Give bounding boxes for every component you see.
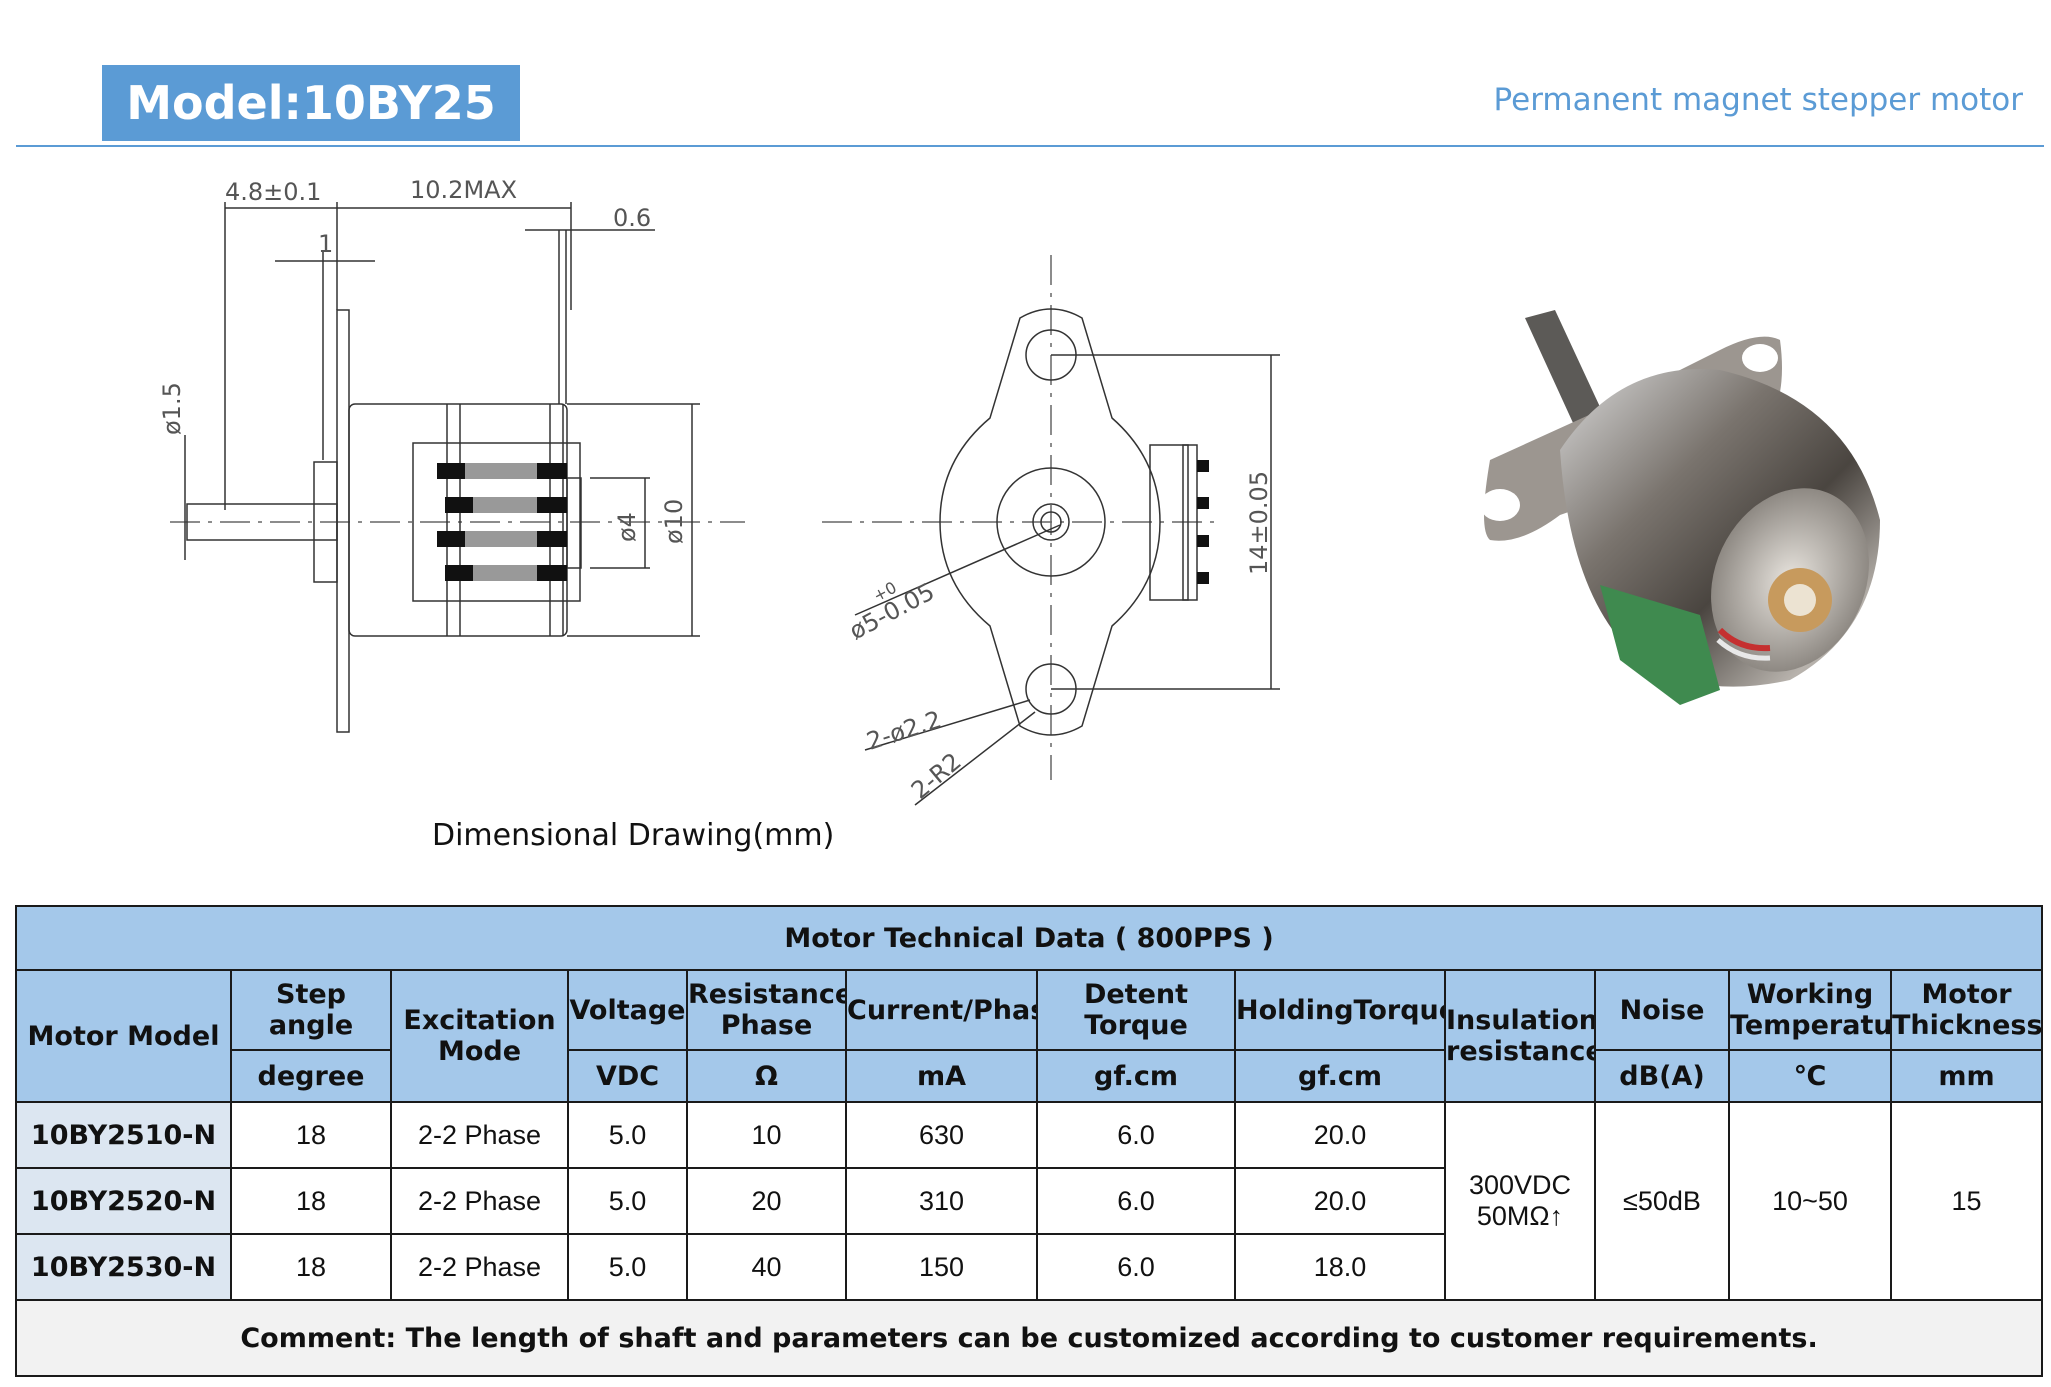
shared-insulation: 300VDC 50MΩ↑ [1444,1101,1596,1301]
shared-noise: ≤50dB [1594,1101,1730,1301]
header-step-angle: Step angle [230,969,392,1051]
row-detent: 6.0 [1036,1101,1236,1169]
shared-thickness: 15 [1889,1101,2044,1301]
table-comment: Comment: The length of shaft and paramet… [14,1299,2044,1377]
dim-shaft-dia-label: ø1.5 [158,382,186,435]
dim-holes-label: 2-ø2.2 [863,705,945,755]
row-model: 10BY2530-N [15,1233,232,1301]
row-step-angle: 18 [230,1167,392,1235]
unit-current: mA [845,1049,1038,1103]
header-resistance: Resistance/ Phase [686,969,847,1051]
shared-working-temp: 10~50 [1728,1101,1892,1301]
row-current: 150 [845,1233,1038,1301]
row-step-angle: 18 [230,1233,392,1301]
coil-hatch [465,463,537,581]
dim-body-dia-label: ø10 [660,499,688,544]
side-view-drawing [170,202,745,733]
unit-noise: dB(A) [1594,1049,1730,1103]
row-voltage: 5.0 [567,1233,688,1301]
header-current: Current/Phase [845,969,1038,1051]
unit-thickness: mm [1889,1049,2044,1103]
insulation-line-1: 300VDC [1468,1170,1572,1200]
header-divider [16,145,2044,147]
header-motor-model: Motor Model [15,969,232,1103]
header-working-temp: Working Temperatur [1728,969,1892,1051]
unit-detent: gf.cm [1036,1049,1236,1103]
model-title-badge: Model:10BY25 [102,65,520,141]
connector-pins [1197,460,1209,584]
dim-flange-label: 4.8±0.1 [225,178,321,206]
table-title: Motor Technical Data ( 800PPS ) [14,905,2044,971]
drawing-caption: Dimensional Drawing(mm) [432,818,835,853]
header-thickness: Motor Thickness [1889,969,2044,1051]
row-step-angle: 18 [230,1101,392,1169]
dimensional-drawing: 4.8±0.1 10.2MAX 0.6 1 ø1.5 ø4 ø10 ø5-0.0… [158,176,1880,806]
motor-product-photo [1480,310,1880,705]
row-excitation: 2-2 Phase [390,1167,569,1235]
row-resistance: 40 [686,1233,847,1301]
header-voltage: Voltage [567,969,688,1051]
header-holding-torque: HoldingTorque [1234,969,1446,1051]
row-holding: 20.0 [1234,1101,1446,1169]
row-holding: 20.0 [1234,1167,1446,1235]
dim-radius-label: 2-R2 [906,747,967,804]
unit-working-temp: ℃ [1728,1049,1892,1103]
table-row: 10BY2510-N 18 2-2 Phase 5.0 10 630 6.0 2… [15,1101,2044,1301]
row-detent: 6.0 [1036,1233,1236,1301]
unit-step-angle: degree [230,1049,392,1103]
header-insulation: Insulation resistance [1444,969,1596,1103]
unit-holding: gf.cm [1234,1049,1446,1103]
row-current: 630 [845,1101,1038,1169]
header-detent-torque: Detent Torque [1036,969,1236,1051]
row-voltage: 5.0 [567,1101,688,1169]
row-holding: 18.0 [1234,1233,1446,1301]
row-detent: 6.0 [1036,1167,1236,1235]
table-row: 10BY2530-N 18 2-2 Phase 5.0 40 150 6.0 1… [15,1233,2042,1301]
dim-boss-label: ø4 [613,512,641,542]
front-view-drawing [822,255,1280,806]
dim-one-label: 1 [318,230,333,258]
row-voltage: 5.0 [567,1167,688,1235]
header-noise: Noise [1594,969,1730,1051]
row-resistance: 10 [686,1101,847,1169]
dim-body-label: 10.2MAX [410,176,517,204]
dim-hole-spacing-label: 14±0.05 [1245,471,1273,575]
row-excitation: 2-2 Phase [390,1101,569,1169]
product-subtitle: Permanent magnet stepper motor [1493,82,2023,118]
header-excitation-mode: Excitation Mode [390,969,569,1103]
technical-data-table: Motor Technical Data ( 800PPS ) Motor Mo… [14,905,2044,1377]
unit-voltage: VDC [567,1049,688,1103]
unit-resistance: Ω [686,1049,847,1103]
row-resistance: 20 [686,1167,847,1235]
insulation-line-2: 50MΩ↑ [1476,1201,1564,1231]
row-current: 310 [845,1167,1038,1235]
row-model: 10BY2510-N [15,1101,232,1169]
row-excitation: 2-2 Phase [390,1233,569,1301]
row-model: 10BY2520-N [15,1167,232,1235]
dim-terminal-label: 0.6 [613,204,651,232]
table-row: 10BY2520-N 18 2-2 Phase 5.0 20 310 6.0 2… [15,1167,2042,1235]
